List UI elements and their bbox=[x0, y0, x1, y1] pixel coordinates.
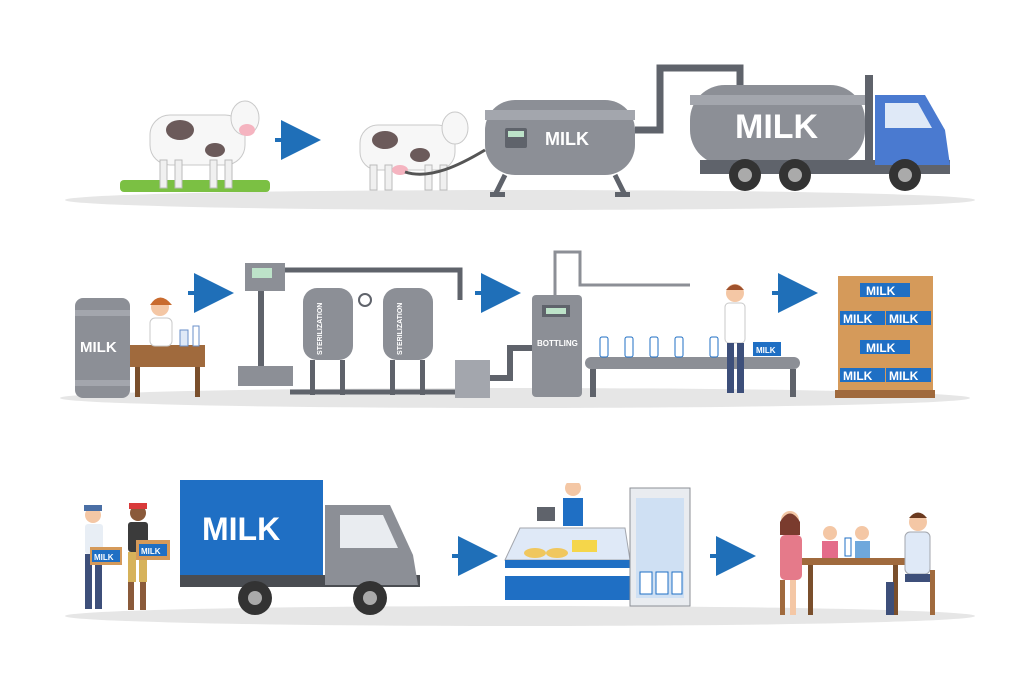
milk-tank-icon: MILK bbox=[485, 100, 635, 197]
crate-label-3: MILK bbox=[889, 312, 919, 326]
bottling-machine-icon: BOTTLING bbox=[532, 250, 690, 397]
lab-worker-icon bbox=[130, 297, 205, 397]
cow-milking-icon bbox=[359, 111, 486, 191]
crate-label-4: MILK bbox=[866, 341, 896, 355]
ground-shadow bbox=[65, 190, 975, 210]
storage-tank-label: MILK bbox=[80, 339, 117, 356]
milk-tank-label: MILK bbox=[545, 129, 589, 149]
conveyor-icon bbox=[585, 336, 800, 397]
loaders-icon: MILK MILK bbox=[84, 503, 170, 610]
crate-label-6: MILK bbox=[889, 369, 919, 383]
crate-label-2: MILK bbox=[843, 312, 873, 326]
row-3-distribution: MILK MILK MILK bbox=[65, 478, 975, 626]
crate-stack-icon: MILK MILK MILK MILK MILK MILK bbox=[835, 276, 935, 398]
crate-label-5: MILK bbox=[843, 369, 873, 383]
row-1-milking: MILK MILK bbox=[65, 64, 975, 210]
delivery-truck-icon: MILK bbox=[180, 480, 420, 615]
sterilization-label-2: STERILIZATION bbox=[397, 303, 404, 355]
storage-tank-icon: MILK bbox=[75, 298, 130, 398]
family-table-icon bbox=[780, 511, 935, 615]
ground-shadow bbox=[65, 606, 975, 626]
row-2-processing: MILK STERILIZATION STERILIZATI bbox=[60, 250, 970, 408]
worker-icon: MILK bbox=[724, 284, 781, 393]
sterilization-unit-icon: STERILIZATION STERILIZATION bbox=[238, 263, 490, 398]
crate-label-1: MILK bbox=[866, 284, 896, 298]
bottling-label: BOTTLING bbox=[537, 339, 578, 348]
delivery-truck-label: MILK bbox=[202, 511, 280, 547]
pipe bbox=[635, 64, 744, 134]
worker-box-label: MILK bbox=[756, 346, 776, 355]
pipe bbox=[490, 345, 532, 381]
loader-box-label-1: MILK bbox=[94, 553, 114, 562]
shop-counter-icon bbox=[504, 478, 691, 607]
cow-grazing-icon bbox=[120, 100, 270, 192]
sterilization-label-1: STERILIZATION bbox=[317, 303, 324, 355]
loader-box-label-2: MILK bbox=[141, 547, 161, 556]
milk-tanker-truck-icon: MILK bbox=[690, 75, 950, 191]
tanker-label: MILK bbox=[735, 108, 819, 146]
